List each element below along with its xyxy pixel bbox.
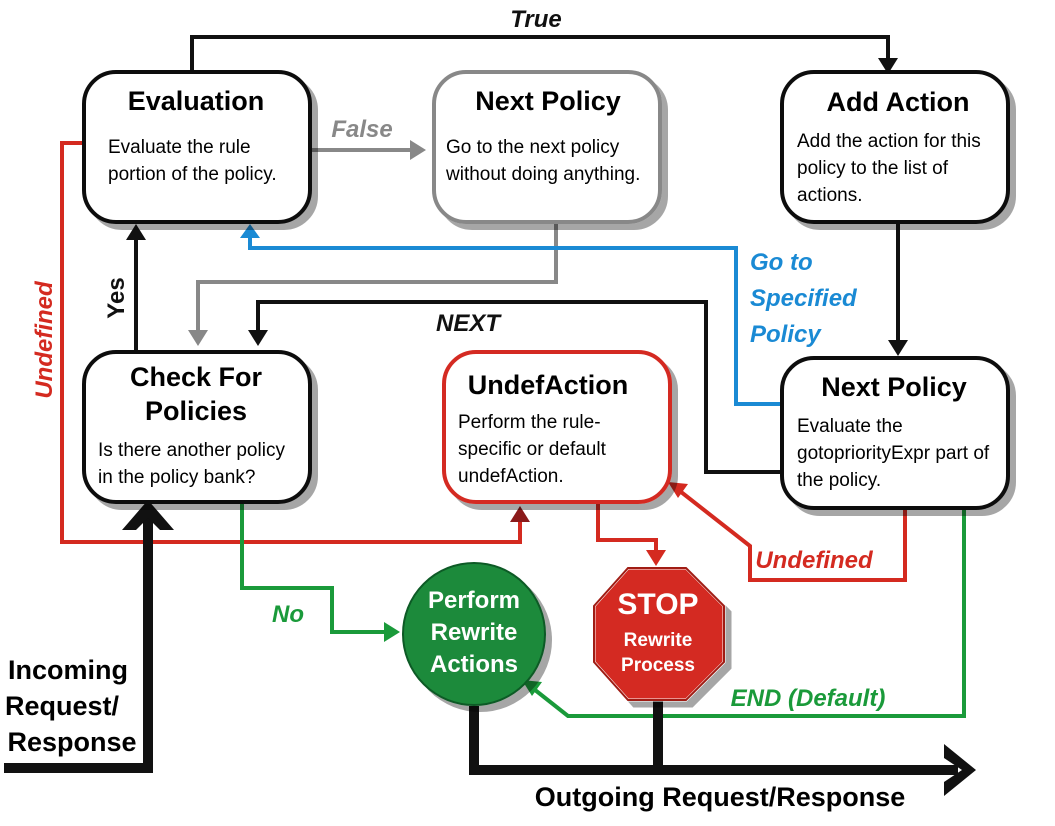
check-policies-body-line2: in the policy bank? — [98, 467, 255, 488]
outgoing-label: Outgoing Request/Response — [535, 782, 906, 812]
label-goto-line2: Specified — [750, 285, 858, 312]
edge-end-default — [522, 508, 966, 718]
perform-line3: Actions — [430, 651, 518, 678]
label-yes: Yes — [103, 277, 130, 318]
next-policy-top-body-line2: without doing anything. — [445, 164, 640, 185]
node-stop: STOP Rewrite Process — [592, 566, 726, 702]
next-policy-bottom-body-line1: Evaluate the — [797, 416, 903, 437]
next-policy-top-title: Next Policy — [475, 86, 621, 116]
undef-action-title: UndefAction — [468, 370, 628, 400]
edge-next — [248, 300, 782, 474]
next-policy-bottom-body-line2: gotopriorityExpr part of — [797, 443, 990, 464]
edge-add-to-nextpolicy — [888, 222, 908, 356]
add-action-body-line1: Add the action for this — [797, 131, 981, 152]
add-action-title: Add Action — [827, 87, 970, 117]
perform-line2: Rewrite — [431, 619, 518, 646]
perform-line1: Perform — [428, 587, 520, 614]
check-policies-title-line1: Check For — [130, 362, 263, 392]
edge-yes — [126, 224, 146, 352]
edge-false — [310, 140, 426, 160]
stop-title: STOP — [617, 588, 698, 621]
undef-action-body-line2: specific or default — [458, 439, 607, 460]
add-action-body-line3: actions. — [797, 185, 862, 206]
stop-line2: Process — [621, 655, 695, 676]
label-true: True — [510, 6, 562, 33]
evaluation-title: Evaluation — [128, 86, 265, 116]
evaluation-body-line2: portion of the policy. — [108, 164, 277, 185]
stop-line1: Rewrite — [624, 630, 693, 651]
node-evaluation: Evaluation Evaluate the rule portion of … — [82, 70, 312, 224]
check-policies-body-line1: Is there another policy — [98, 440, 285, 461]
node-undef-action: UndefAction Perform the rule- specific o… — [442, 350, 672, 504]
incoming-line1: Incoming — [8, 655, 128, 685]
edge-no — [240, 502, 400, 642]
edge-undefined-right — [668, 482, 907, 582]
label-undefined-left: Undefined — [31, 280, 58, 399]
add-action-body-line2: policy to the list of — [797, 158, 949, 179]
undef-action-body-line1: Perform the rule- — [458, 412, 601, 433]
evaluation-body-line1: Evaluate the rule — [108, 137, 251, 158]
node-add-action: Add Action Add the action for this polic… — [780, 70, 1010, 224]
edge-incoming — [4, 500, 174, 773]
check-policies-title-line2: Policies — [145, 396, 247, 426]
label-end-default: END (Default) — [731, 685, 886, 712]
node-next-policy-top: Next Policy Go to the next policy withou… — [432, 70, 662, 224]
next-policy-bottom-body-line3: the policy. — [797, 470, 881, 491]
label-no: No — [272, 601, 304, 628]
edge-outgoing — [469, 680, 976, 796]
node-next-policy-bottom: Next Policy Evaluate the gotopriorityExp… — [780, 356, 1010, 510]
edge-next-to-check — [188, 220, 558, 346]
edge-true — [190, 35, 898, 82]
undef-action-body-line3: undefAction. — [458, 466, 564, 487]
label-next: NEXT — [436, 310, 502, 337]
edge-undef-to-stop — [596, 500, 666, 566]
label-goto-line3: Policy — [750, 321, 822, 348]
label-false: False — [331, 116, 392, 143]
next-policy-top-body-line1: Go to the next policy — [446, 137, 620, 158]
node-check-policies: Check For Policies Is there another poli… — [82, 350, 312, 504]
edge-undefined-left — [60, 141, 530, 544]
node-perform-rewrite: Perform Rewrite Actions — [402, 562, 546, 706]
label-undefined-right: Undefined — [755, 547, 874, 574]
next-policy-bottom-title: Next Policy — [821, 372, 967, 402]
incoming-line3: Response — [7, 727, 136, 757]
edge-goto-specified — [240, 224, 782, 406]
label-goto-line1: Go to — [750, 249, 813, 276]
incoming-line2: Request/ — [5, 691, 120, 721]
